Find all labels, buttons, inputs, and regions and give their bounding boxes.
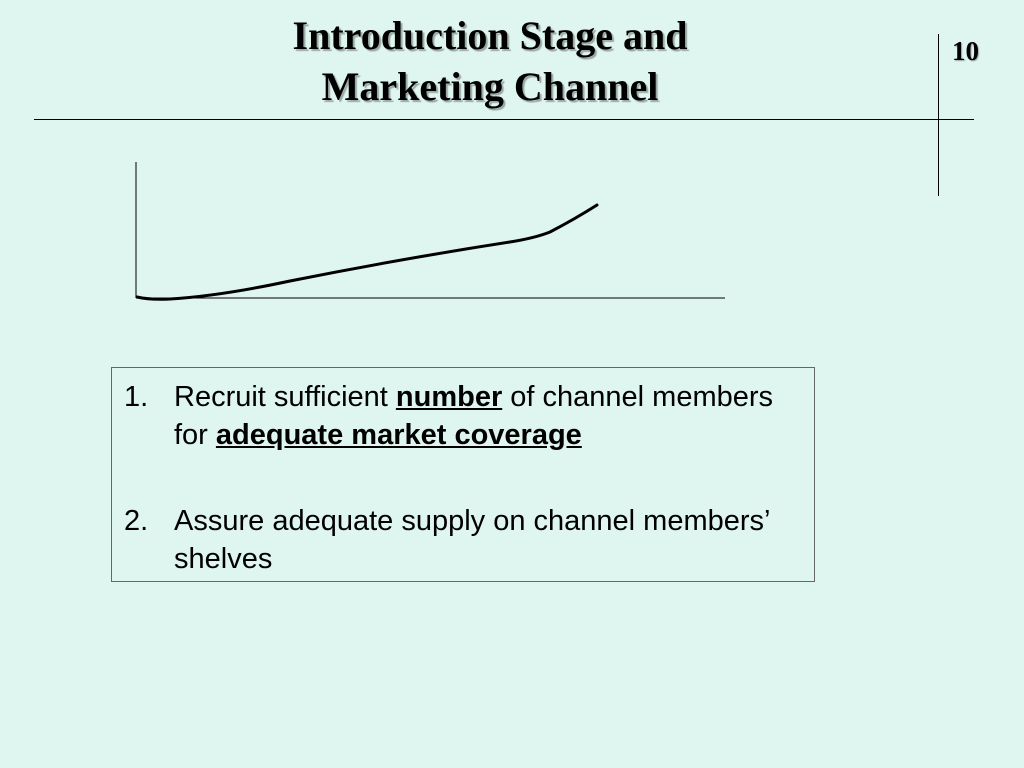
list-item-text: Assure adequate supply on channel member… [174,502,802,578]
list-item-number: 1. [124,381,149,413]
slide-title: Introduction Stage and Marketing Channel [190,10,790,112]
list-item-text-segment: of channel members for [174,381,774,451]
introduction-stage-curve [135,203,599,301]
list-item-number: 2. [124,505,149,537]
list-item: 1. Recruit sufficient number of channel … [124,378,802,454]
emphasis-market-coverage: adequate market coverage [215,419,582,451]
emphasis-number: number [395,381,503,413]
list-item-text-segment: Assure adequate supply on channel member… [174,505,770,575]
slide-title-line-2: Marketing Channel [321,64,659,109]
slide-number: 10 [952,36,979,66]
objectives-text-box: 1. Recruit sufficient number of channel … [111,367,815,582]
title-divider-vertical [938,34,939,196]
title-divider-horizontal [34,119,974,120]
slide-title-line-1: Introduction Stage and [292,13,688,58]
list-item-text: Recruit sufficient number of channel mem… [174,378,802,454]
list-item-text-segment: Recruit sufficient [174,381,396,413]
list-item: 2. Assure adequate supply on channel mem… [124,502,802,578]
